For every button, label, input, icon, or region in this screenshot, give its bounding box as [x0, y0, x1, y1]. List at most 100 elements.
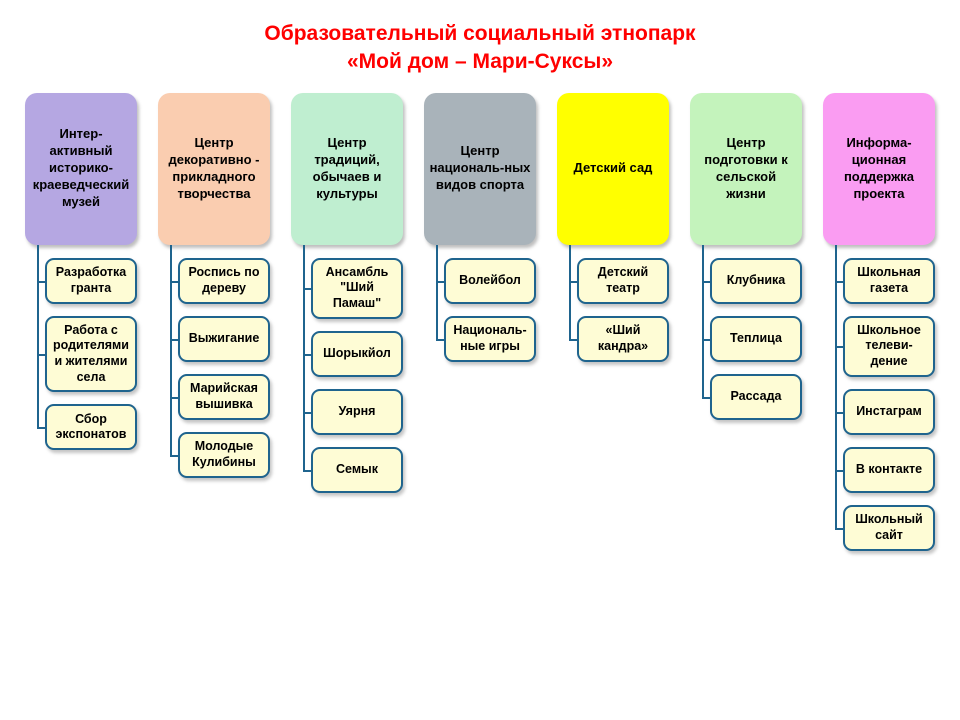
org-chart: Интер-активный историко-краеведческий му… — [25, 92, 935, 551]
connector-stub — [569, 280, 577, 283]
column-header: Интер-активный историко-краеведческий му… — [25, 92, 137, 245]
column-header: Центр подготовки к сельской жизни — [690, 92, 802, 245]
org-column: Центр декоративно - прикладного творчест… — [158, 92, 270, 478]
child-box: Рассада — [702, 373, 802, 420]
child-label: Ансамбль "Ший Памаш" — [325, 264, 389, 310]
child-box: Школьный сайт — [835, 504, 935, 551]
title-line-1: Образовательный социальный этнопарк — [264, 22, 696, 45]
connector-line — [835, 244, 837, 528]
child-label: Школьная газета — [857, 265, 921, 295]
page-title: Образовательный социальный этнопарк «Мой… — [0, 20, 960, 77]
child-label: Рассада — [730, 388, 782, 403]
child-label: В контакте — [855, 461, 923, 476]
column-header: Детский сад — [557, 92, 669, 245]
connector-stub — [702, 338, 710, 341]
child-label: Работа с родителями и жителями села — [53, 322, 129, 384]
title-line-2: «Мой дом – Мари-Суксы» — [346, 50, 614, 74]
child-label: Уярня — [338, 403, 376, 418]
child-label: Волейбол — [459, 272, 521, 287]
column-header: Центр традиций, обычаев и культуры — [291, 92, 403, 245]
child-box: Выжигание — [170, 315, 270, 362]
child-label: Шорыкйол — [323, 345, 391, 360]
child-box: Клубника — [702, 257, 802, 304]
child-box: Уярня — [303, 388, 403, 435]
child-box: В контакте — [835, 446, 935, 493]
column-header: Центр декоративно - прикладного творчест… — [158, 92, 270, 245]
child-box: Семык — [303, 446, 403, 493]
connector-stub — [702, 396, 710, 399]
child-label: Школьное телеви-дение — [857, 322, 921, 368]
column-header: Информа-ционная поддержка проекта — [823, 92, 935, 245]
child-box: Волейбол — [436, 257, 536, 304]
child-box: Школьное телеви-дение — [835, 315, 935, 377]
child-box: Сбор экспонатов — [37, 404, 137, 451]
child-label: Разработка гранта — [55, 265, 127, 295]
child-box: «Ший кандра» — [569, 315, 669, 362]
connector-line — [436, 244, 438, 339]
connector-stub — [170, 396, 178, 399]
connector-stub — [436, 338, 444, 341]
column-children: Детский театр «Ший кандра» — [569, 244, 669, 362]
child-label: Молодые Кулибины — [192, 439, 256, 469]
child-box: Марийская вышивка — [170, 373, 270, 420]
child-label: Националь-ные игры — [453, 323, 527, 353]
connector-stub — [569, 338, 577, 341]
connector-stub — [170, 280, 178, 283]
child-label: Семык — [336, 461, 378, 476]
connector-stub — [835, 411, 843, 414]
connector-line — [569, 244, 571, 339]
child-label: «Ший кандра» — [597, 323, 649, 353]
child-box: Работа с родителями и жителями села — [37, 315, 137, 393]
connector-stub — [303, 411, 311, 414]
child-box: Теплица — [702, 315, 802, 362]
connector-line — [37, 244, 39, 428]
connector-stub — [303, 288, 311, 291]
child-label: Инстаграм — [856, 403, 922, 418]
child-box: Роспись по дереву — [170, 257, 270, 304]
connector-stub — [303, 469, 311, 472]
connector-stub — [835, 469, 843, 472]
child-box: Школьная газета — [835, 257, 935, 304]
child-box: Ансамбль "Ший Памаш" — [303, 257, 403, 319]
child-box: Шорыкйол — [303, 330, 403, 377]
connector-stub — [436, 280, 444, 283]
connector-stub — [835, 280, 843, 283]
connector-line — [170, 244, 172, 455]
child-label: Теплица — [730, 330, 782, 345]
connector-stub — [170, 338, 178, 341]
connector-line — [702, 244, 704, 397]
connector-stub — [835, 346, 843, 349]
child-label: Роспись по дереву — [188, 265, 260, 295]
connector-stub — [37, 353, 45, 356]
child-label: Сбор экспонатов — [55, 411, 127, 442]
connector-stub — [835, 527, 843, 530]
child-box: Инстаграм — [835, 388, 935, 435]
connector-stub — [303, 353, 311, 356]
child-label: Выжигание — [188, 330, 260, 345]
connector-stub — [702, 280, 710, 283]
child-label: Марийская вышивка — [190, 381, 258, 411]
child-box: Детский театр — [569, 257, 669, 304]
column-header: Центр националь-ных видов спорта — [424, 92, 536, 245]
org-column: Интер-активный историко-краеведческий му… — [25, 92, 137, 451]
connector-stub — [170, 454, 178, 457]
child-box: Националь-ные игры — [436, 315, 536, 362]
child-label: Детский театр — [597, 265, 649, 295]
child-label: Школьный сайт — [855, 511, 923, 542]
child-label: Клубника — [726, 272, 786, 287]
connector-line — [303, 244, 305, 470]
child-box: Разработка гранта — [37, 257, 137, 304]
connector-stub — [37, 280, 45, 283]
